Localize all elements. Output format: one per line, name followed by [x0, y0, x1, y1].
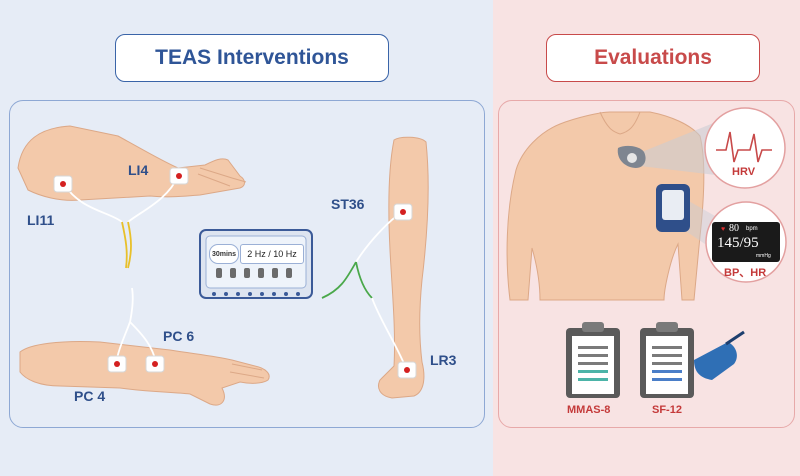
label-sf: SF-12 — [652, 404, 682, 416]
mmas-clipboard — [566, 322, 620, 398]
hrv-sensor — [617, 122, 724, 176]
label-lr3: LR3 — [430, 352, 457, 368]
blood-pressure-value: 145/95 — [717, 235, 759, 251]
teas-title: TEAS Interventions — [115, 34, 389, 82]
teas-panel — [9, 100, 485, 428]
blood-pressure-unit: mmHg — [756, 253, 771, 259]
label-mmas: MMAS-8 — [567, 404, 611, 416]
label-st36: ST36 — [331, 196, 365, 212]
label-li11: LI11 — [27, 212, 55, 228]
evaluations-title: Evaluations — [546, 34, 760, 82]
evaluations-panel — [498, 100, 795, 428]
heart-rate-value: 80 — [729, 223, 739, 234]
label-pc4: PC 4 — [74, 388, 106, 404]
output-knobs — [216, 268, 292, 278]
label-pc6: PC 6 — [163, 328, 195, 344]
hrv-bubble — [704, 107, 786, 189]
bp-bubble — [705, 201, 787, 283]
label-bp-hr: BP、HR — [724, 267, 767, 279]
device-frequency-display: 2 Hz / 10 Hz — [240, 244, 304, 264]
device-time-display: 30mins — [209, 244, 239, 264]
label-hrv: HRV — [732, 166, 756, 178]
electrodes — [53, 167, 417, 379]
label-li4: LI4 — [128, 162, 149, 178]
output-jacks — [212, 292, 300, 296]
heart-icon: ♥ — [721, 226, 726, 233]
stimulator-device — [199, 229, 313, 299]
lower-arm-illustration — [19, 341, 270, 406]
leg-illustration — [378, 136, 429, 399]
heart-rate-unit: bpm — [746, 226, 758, 232]
sf-clipboard — [640, 322, 745, 398]
